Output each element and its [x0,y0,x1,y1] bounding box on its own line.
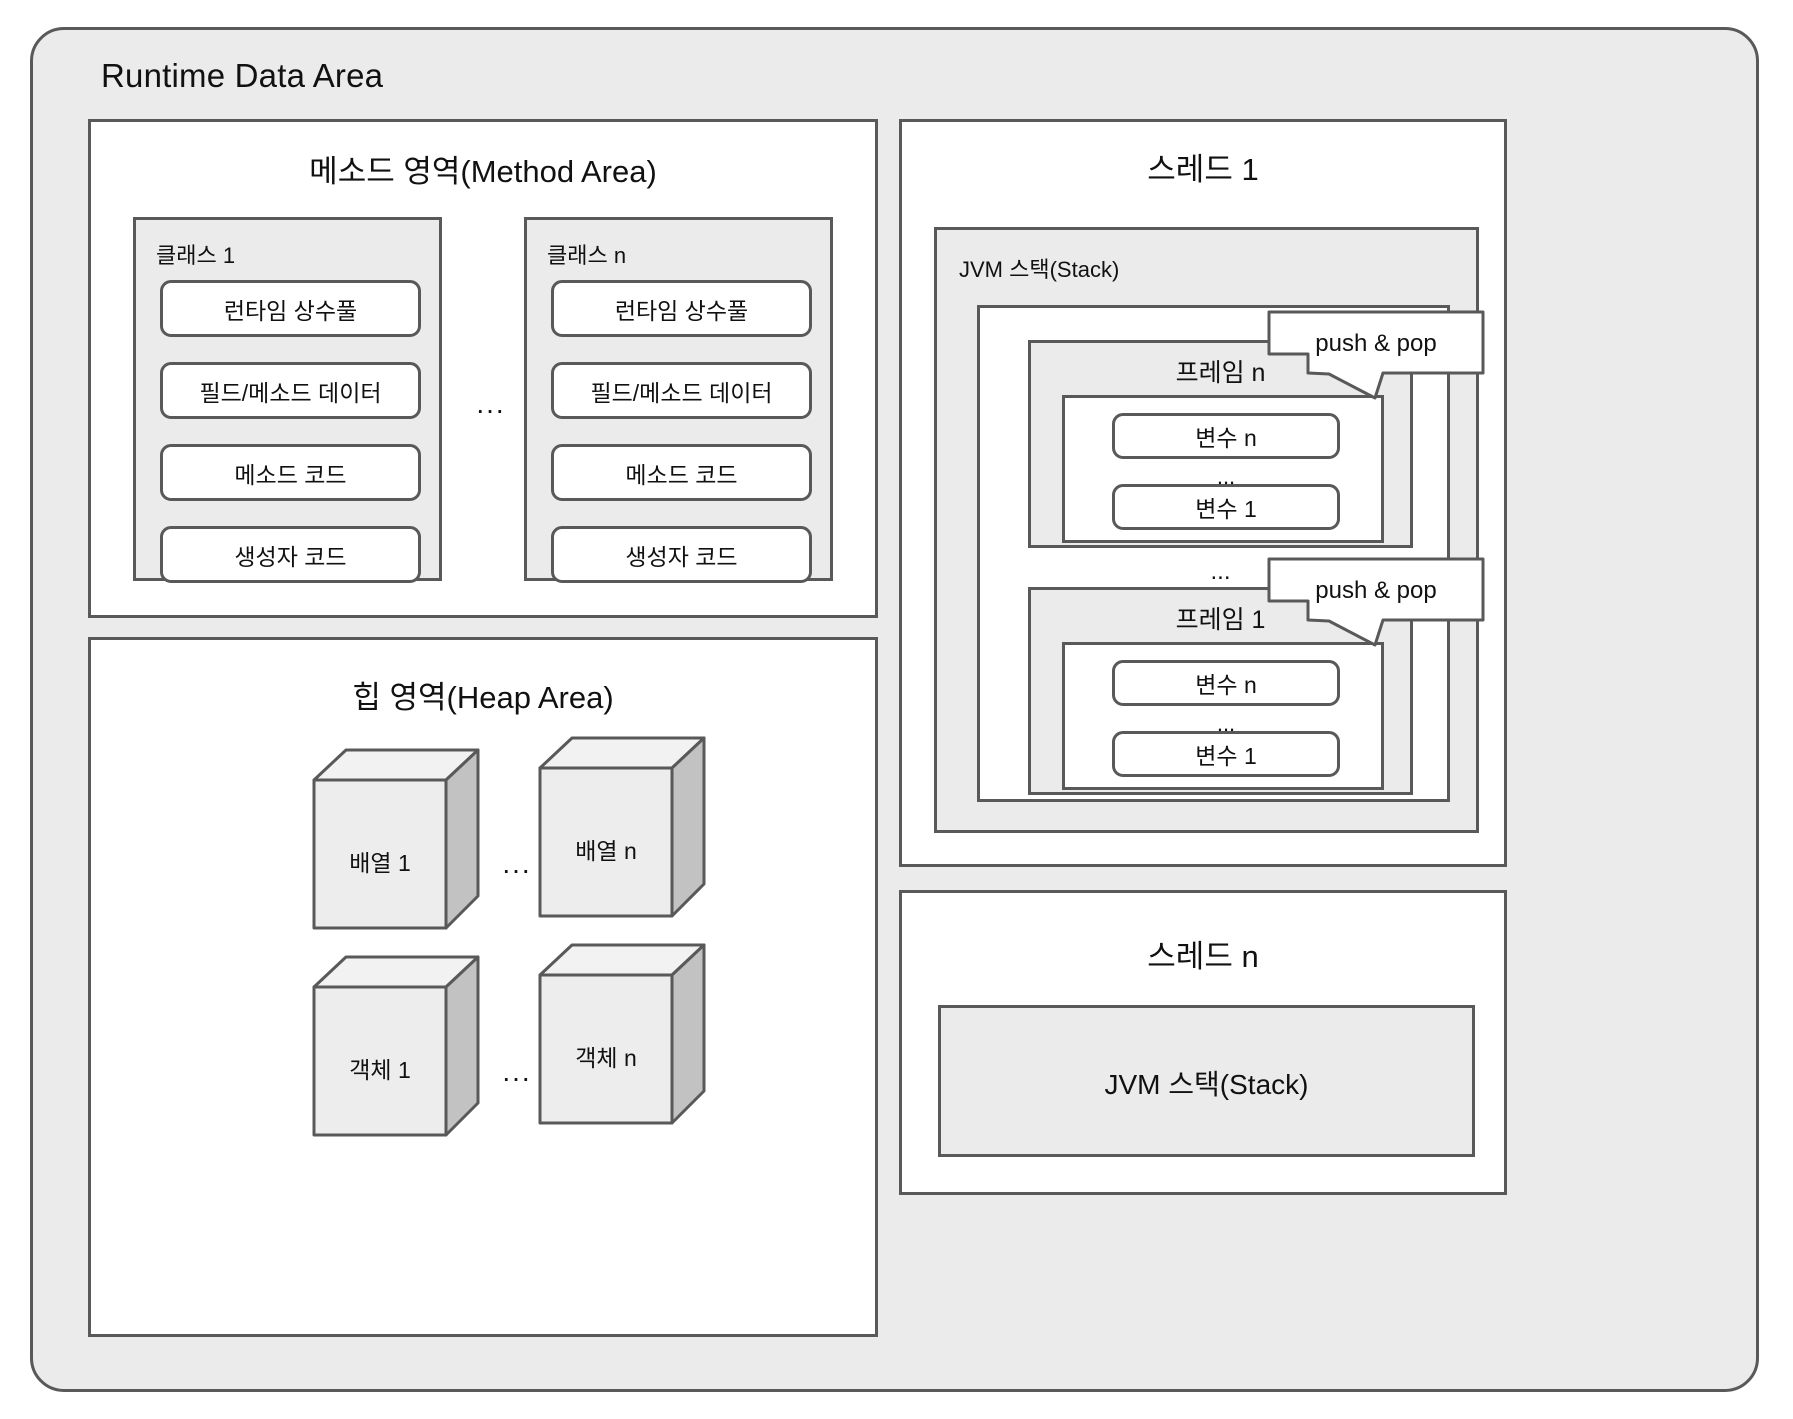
thread-1-jvm-stack-label: JVM 스택(Stack) [959,257,1120,282]
class-box-1-label: 클래스 1 [156,243,236,268]
class-1-item-method-code: 메소드 코드 [160,444,421,501]
frame-1-label: 프레임 1 [1175,606,1266,634]
heap-cube-array-1: 배열 1 [312,748,480,930]
frame-n-variable-n: 변수 n [1112,413,1340,459]
runtime-data-area-container: Runtime Data Area 메소드 영역(Method Area) 클래… [30,27,1759,1392]
class-1-item-field-method-data: 필드/메소드 데이터 [160,362,421,419]
heap-area-panel: 힙 영역(Heap Area) 배열 1 ... 배열 n [88,637,878,1337]
class-box-n: 클래스 n 런타임 상수풀 필드/메소드 데이터 메소드 코드 생성자 코드 [524,217,833,583]
thread-n-jvm-stack: JVM 스택(Stack) [938,1005,1475,1157]
frame-n-box: 프레임 n 변수 n ... 변수 1 [1028,340,1413,548]
push-pop-callout-frame-1: push & pop [1267,557,1485,647]
thread-1-frames-container: 프레임 n 변수 n ... 변수 1 ... 프레임 1 [977,305,1450,802]
heap-cube-object-1: 객체 1 [312,955,480,1137]
frame-n-variables-container: 변수 n ... 변수 1 [1062,395,1384,543]
heap-row-1-ellipsis: ... [502,848,532,879]
class-box-1: 클래스 1 런타임 상수풀 필드/메소드 데이터 메소드 코드 생성자 코드 [133,217,442,583]
class-n-item-field-method-data: 필드/메소드 데이터 [551,362,812,419]
method-area-classes-ellipsis: ... [476,388,506,419]
frame-1-variables-ellipsis: ... [1216,711,1236,736]
class-n-item-runtime-constant-pool: 런타임 상수풀 [551,280,812,337]
frame-1-variables-container: 변수 n ... 변수 1 [1062,642,1384,790]
class-box-n-label: 클래스 n [547,243,627,268]
push-pop-callout-frame-n: push & pop [1267,310,1485,400]
frame-1-variable-1: 변수 1 [1112,731,1340,777]
method-area-title: 메소드 영역(Method Area) [309,154,657,189]
frame-n-variable-1: 변수 1 [1112,484,1340,530]
heap-cube-array-n: 배열 n [538,736,706,918]
heap-area-title: 힙 영역(Heap Area) [352,680,614,715]
class-1-item-constructor-code: 생성자 코드 [160,526,421,583]
class-1-item-runtime-constant-pool: 런타임 상수풀 [160,280,421,337]
frames-ellipsis: ... [1210,558,1231,585]
heap-cube-object-n: 객체 n [538,943,706,1125]
frame-1-variable-n: 변수 n [1112,660,1340,706]
thread-n-panel: 스레드 n JVM 스택(Stack) [899,890,1507,1195]
thread-1-jvm-stack: JVM 스택(Stack) 프레임 n 변수 n ... 변수 1 [934,227,1479,833]
class-n-item-constructor-code: 생성자 코드 [551,526,812,583]
thread-n-title: 스레드 n [1147,939,1259,974]
frame-n-label: 프레임 n [1175,359,1266,387]
thread-1-panel: 스레드 1 JVM 스택(Stack) 프레임 n 변수 n ... 변수 1 [899,119,1507,867]
heap-row-2-ellipsis: ... [502,1056,532,1087]
runtime-data-area-title: Runtime Data Area [101,57,384,94]
frame-n-variables-ellipsis: ... [1216,464,1236,489]
thread-n-jvm-stack-label: JVM 스택(Stack) [1104,1069,1309,1100]
thread-1-title: 스레드 1 [1147,152,1259,187]
method-area-panel: 메소드 영역(Method Area) 클래스 1 런타임 상수풀 필드/메소드… [88,119,878,618]
class-n-item-method-code: 메소드 코드 [551,444,812,501]
